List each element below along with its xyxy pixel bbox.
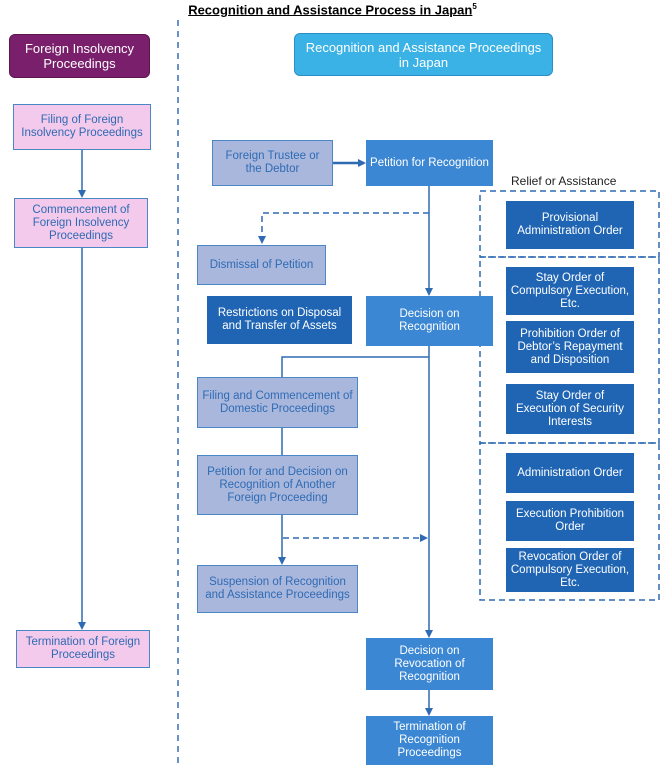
box-decision: Decision on Recognition [366, 296, 493, 346]
box-prohibition-repayment: Prohibition Order of Debtor’s Repayment … [506, 321, 634, 373]
right-header: Recognition and Assistance Proceedings i… [294, 33, 553, 76]
box-dismissal: Dismissal of Petition [197, 245, 326, 285]
title-text: Recognition and Assistance Process in Ja… [188, 2, 473, 18]
box-petition: Petition for Recognition [366, 140, 493, 186]
box-execution-prohibition: Execution Prohibition Order [506, 501, 634, 541]
left-header: Foreign Insolvency Proceedings [9, 34, 150, 78]
relief-label: Relief or Assistance [511, 174, 617, 188]
box-foreign-filing: Filing of Foreign Insolvency Proceedings [13, 104, 151, 150]
box-provisional-administration: Provisional Administration Order [506, 201, 634, 249]
box-stay-compulsory: Stay Order of Compulsory Execution, Etc. [506, 267, 634, 315]
box-suspension: Suspension of Recognition and Assistance… [197, 565, 358, 613]
relief-group-provisional [479, 190, 660, 258]
box-termination: Termination of Recognition Proceedings [366, 716, 493, 765]
box-administration-order: Administration Order [506, 453, 634, 493]
box-foreign-commencement: Commencement of Foreign Insolvency Proce… [14, 198, 148, 248]
box-revocation-compulsory: Revocation Order of Compulsory Execution… [506, 548, 634, 592]
box-another: Petition for and Decision on Recognition… [197, 455, 358, 515]
box-trustee: Foreign Trustee or the Debtor [212, 140, 333, 186]
box-stay-security: Stay Order of Execution of Security Inte… [506, 384, 634, 434]
relief-group-stay [479, 256, 660, 444]
dashed-arrow-dismissal [258, 212, 429, 244]
relief-group-administration [479, 442, 660, 601]
page-title: Recognition and Assistance Process in Ja… [0, 2, 665, 17]
box-revocation: Decision on Revocation of Recognition [366, 638, 493, 690]
box-foreign-termination: Termination of Foreign Proceedings [16, 630, 150, 668]
title-footnote: 5 [472, 2, 477, 11]
box-domestic: Filing and Commencement of Domestic Proc… [197, 377, 358, 428]
box-restrictions: Restrictions on Disposal and Transfer of… [207, 296, 352, 344]
